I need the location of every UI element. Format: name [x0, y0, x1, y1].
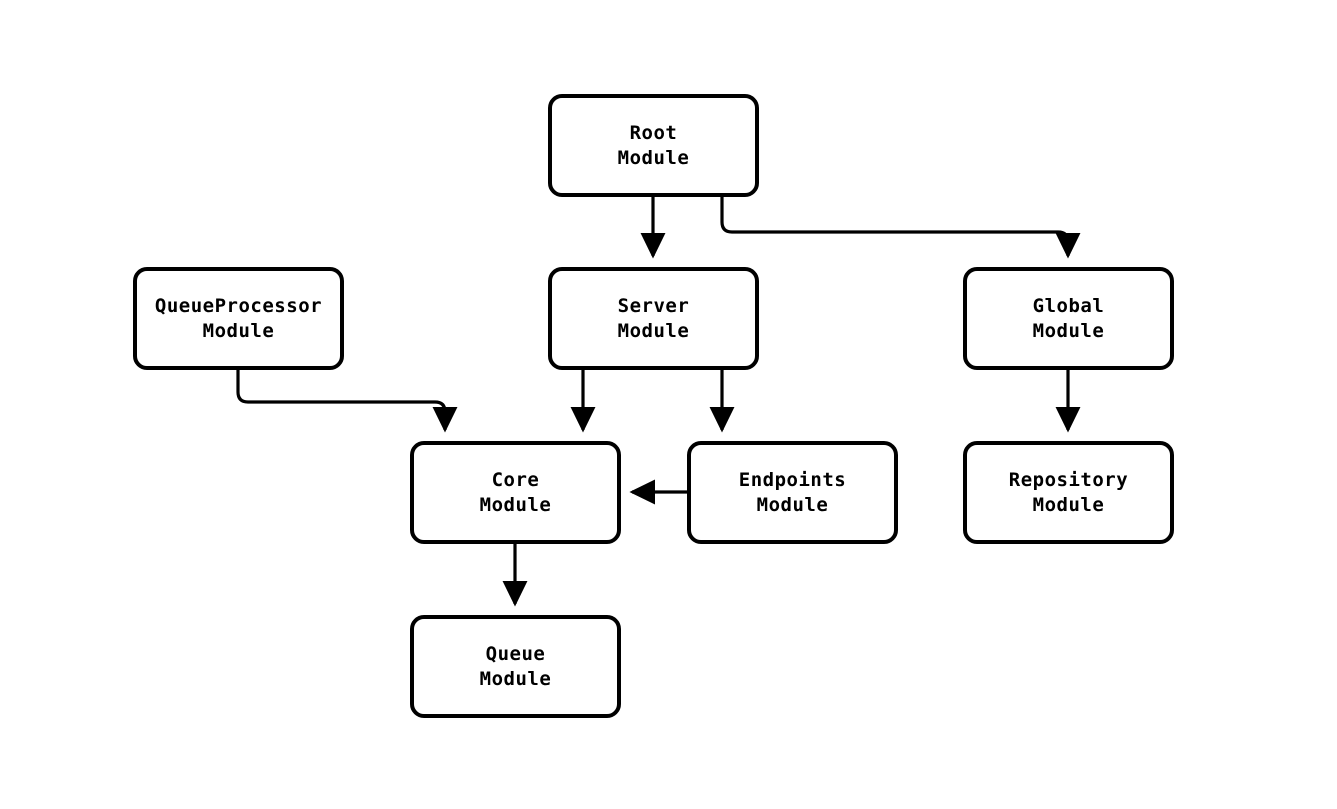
node-label: Core: [491, 469, 540, 492]
edge-queueprocessor-core: [236, 370, 458, 433]
edge-root-global: [720, 197, 1081, 259]
node-root-module[interactable]: Root Module: [548, 94, 759, 197]
node-label: Module: [756, 493, 829, 516]
node-core-module[interactable]: Core Module: [410, 441, 621, 544]
node-label: Global: [1032, 295, 1105, 318]
node-label: Repository: [1008, 469, 1129, 492]
node-label: Module: [1032, 493, 1105, 516]
node-label: Root: [629, 122, 678, 145]
node-label: Module: [202, 319, 275, 342]
node-label: Server: [617, 295, 690, 318]
node-label: Queue: [485, 643, 546, 666]
node-queueprocessor-module[interactable]: QueueProcessor Module: [133, 267, 344, 370]
node-label: Module: [617, 319, 690, 342]
node-server-module[interactable]: Server Module: [548, 267, 759, 370]
node-queue-module[interactable]: Queue Module: [410, 615, 621, 718]
node-label: Module: [617, 146, 690, 169]
node-label: QueueProcessor: [154, 295, 323, 318]
node-label: Module: [479, 667, 552, 690]
node-endpoints-module[interactable]: Endpoints Module: [687, 441, 898, 544]
node-label: Module: [479, 493, 552, 516]
node-label: Module: [1032, 319, 1105, 342]
node-global-module[interactable]: Global Module: [963, 267, 1174, 370]
node-repository-module[interactable]: Repository Module: [963, 441, 1174, 544]
node-label: Endpoints: [738, 469, 847, 492]
